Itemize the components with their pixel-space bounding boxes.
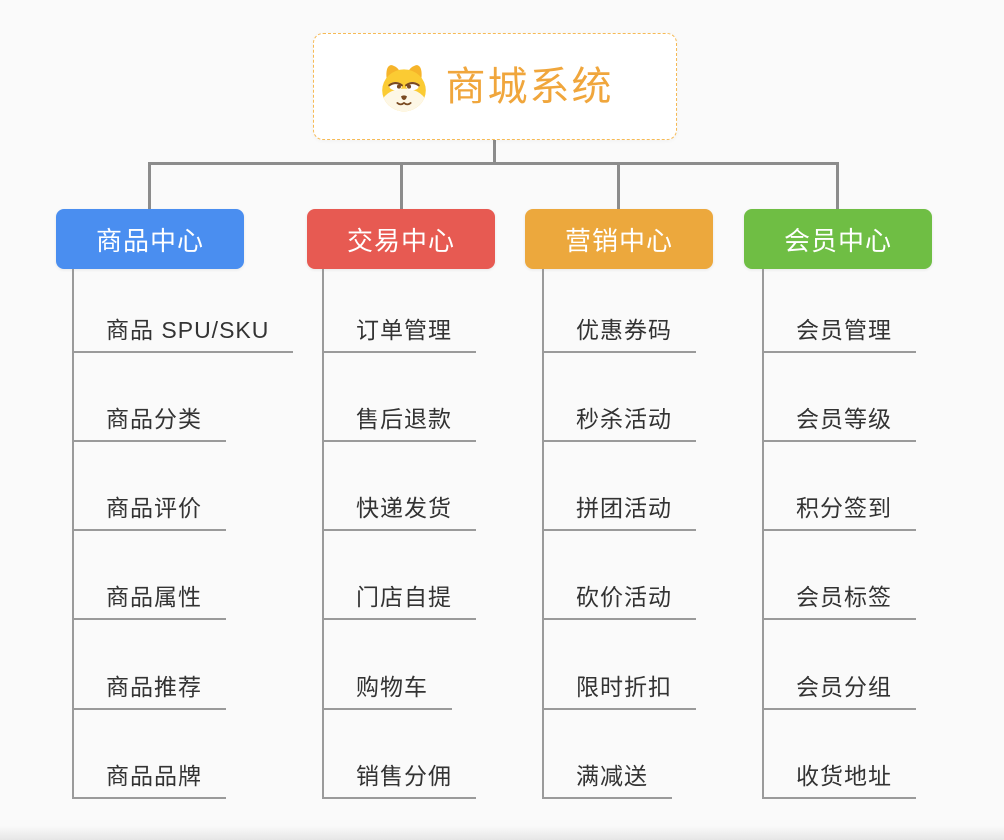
leaf-node[interactable]: 门店自提 — [322, 574, 476, 620]
leaf-node[interactable]: 商品分类 — [72, 396, 226, 442]
leaf-node[interactable]: 会员等级 — [762, 396, 916, 442]
child-tree-line — [762, 269, 764, 799]
leaf-node[interactable]: 限时折扣 — [542, 664, 696, 710]
connector-drop-branch-1 — [148, 164, 151, 209]
branch-children-member-center: 会员管理 会员等级 积分签到 会员标签 会员分组 收货地址 — [762, 269, 1004, 800]
leaf-node[interactable]: 秒杀活动 — [542, 396, 696, 442]
leaf-node[interactable]: 收货地址 — [762, 753, 916, 799]
branch-node-trade-center[interactable]: 交易中心 — [307, 209, 495, 269]
leaf-node[interactable]: 砍价活动 — [542, 574, 696, 620]
leaf-node[interactable]: 会员分组 — [762, 664, 916, 710]
root-title: 商城系统 — [445, 64, 614, 109]
branch-node-marketing-center[interactable]: 营销中心 — [525, 209, 713, 269]
leaf-node[interactable]: 商品 SPU/SKU — [72, 307, 294, 353]
leaf-node[interactable]: 商品评价 — [72, 485, 226, 531]
page-bottom-edge — [0, 826, 1004, 840]
dog-face-icon — [381, 64, 426, 111]
leaf-node[interactable]: 会员管理 — [762, 307, 916, 353]
leaf-node[interactable]: 销售分佣 — [322, 753, 476, 799]
connector-bus — [148, 162, 839, 165]
root-node-mall-system[interactable]: 商城系统 — [313, 33, 677, 140]
branch-children-trade-center: 订单管理 售后退款 快递发货 门店自提 购物车 销售分佣 — [322, 269, 572, 800]
leaf-node[interactable]: 拼团活动 — [542, 485, 696, 531]
connector-drop-branch-3 — [617, 164, 620, 209]
branch-children-product-center: 商品 SPU/SKU 商品分类 商品评价 商品属性 商品推荐 商品品牌 — [72, 269, 322, 800]
leaf-node[interactable]: 快递发货 — [322, 485, 476, 531]
leaf-node[interactable]: 商品品牌 — [72, 753, 226, 799]
branch-node-member-center[interactable]: 会员中心 — [744, 209, 932, 269]
leaf-node[interactable]: 积分签到 — [762, 485, 916, 531]
connector-drop-branch-2 — [400, 164, 403, 209]
connector-root-stub — [493, 140, 496, 165]
leaf-node[interactable]: 会员标签 — [762, 574, 916, 620]
leaf-node[interactable]: 商品推荐 — [72, 664, 226, 710]
leaf-node[interactable]: 订单管理 — [322, 307, 476, 353]
child-tree-line — [542, 269, 544, 799]
leaf-node[interactable]: 优惠券码 — [542, 307, 696, 353]
leaf-node[interactable]: 售后退款 — [322, 396, 476, 442]
child-tree-line — [322, 269, 324, 799]
leaf-node[interactable]: 商品属性 — [72, 574, 226, 620]
leaf-node[interactable]: 满减送 — [542, 753, 672, 799]
child-tree-line — [72, 269, 74, 799]
connector-drop-branch-4 — [836, 164, 839, 209]
leaf-node[interactable]: 购物车 — [322, 664, 452, 710]
branch-node-product-center[interactable]: 商品中心 — [56, 209, 244, 269]
branch-children-marketing-center: 优惠券码 秒杀活动 拼团活动 砍价活动 限时折扣 满减送 — [542, 269, 792, 800]
